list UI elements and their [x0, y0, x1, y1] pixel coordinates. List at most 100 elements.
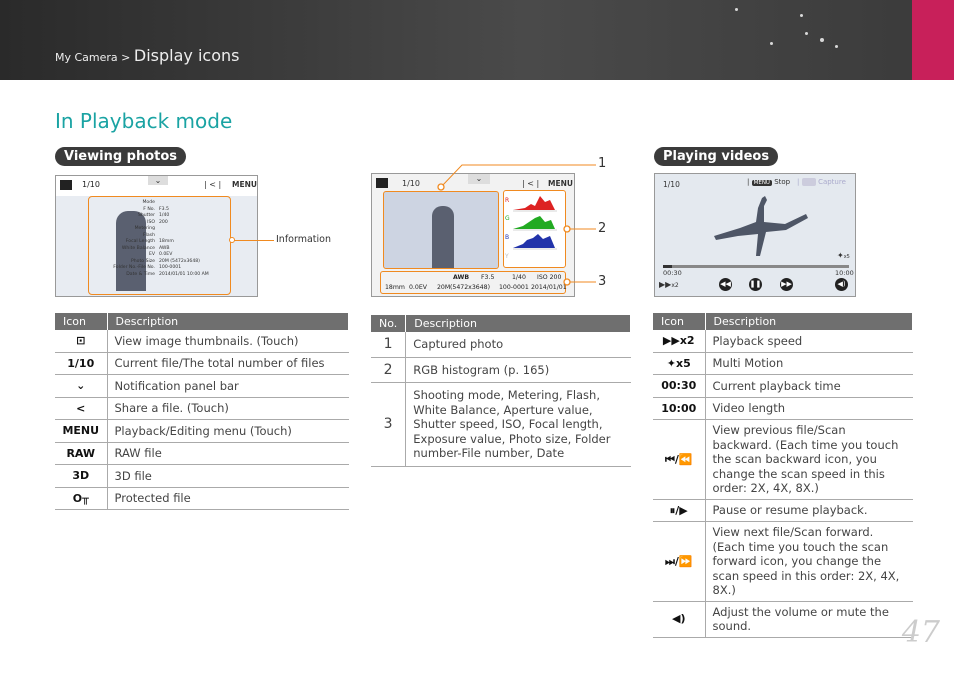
row-description: 3D file	[107, 464, 349, 488]
file-counter: 1/10	[663, 180, 680, 189]
chevron-down-icon[interactable]: ⌄	[148, 176, 168, 185]
scan-backward-icon: ⏮/⏪	[664, 452, 693, 466]
table-row: ◀)Adjust the volume or mute the sound.	[653, 601, 913, 638]
menu-icon[interactable]: MENU	[548, 179, 573, 188]
row-description: View previous file/Scan backward. (Each …	[705, 419, 913, 500]
row-description: Video length	[705, 397, 913, 420]
scan-forward-icon[interactable]: ▶▶	[780, 278, 793, 291]
info-value: 200	[159, 219, 168, 225]
row-description: Multi Motion	[705, 352, 913, 375]
shooting-info-bar: AWB F3.5 1/40 ISO 200 18mm 0.0EV 20M (54…	[380, 271, 567, 294]
info-value: 20M (5472x3648)	[159, 258, 200, 264]
information-label: Information	[276, 234, 331, 245]
row-description: Current file/The total number of files	[107, 352, 349, 375]
row-number: 3	[371, 382, 407, 467]
row-description: Pause or resume playback.	[705, 499, 913, 522]
thumbnails-icon: ⊡	[76, 334, 86, 347]
col-header-icon: Icon	[653, 313, 706, 330]
callout-1: 1	[598, 156, 607, 171]
info-row: Flash	[109, 233, 229, 240]
focal-length-value: 18mm	[385, 284, 405, 291]
row-description: Share a file. (Touch)	[107, 397, 349, 420]
page-header: My Camera > Display icons	[0, 0, 954, 80]
scan-forward-icon: ⏭/⏩	[664, 554, 693, 568]
row-description: Captured photo	[405, 332, 631, 358]
info-key: White Balance	[121, 245, 155, 251]
section-viewing-photos: Viewing photos	[55, 147, 187, 166]
notification-bar-icon: ⌄	[76, 379, 86, 392]
info-leader-line	[232, 240, 274, 241]
info-value: 1/40	[159, 213, 170, 218]
info-key: Metering	[134, 226, 155, 231]
counter-icon: 1/10	[67, 356, 95, 370]
dancer-silhouette	[714, 196, 808, 256]
info-row: Metering	[109, 226, 229, 233]
thumbnails-icon[interactable]	[60, 180, 72, 190]
folder-file-value: 100-0001	[499, 284, 529, 291]
info-value: 0.0EV	[159, 252, 173, 257]
row-description: View next file/Scan forward. (Each time …	[705, 521, 913, 602]
photo-top-bar	[56, 176, 257, 196]
wb-value: AWB	[453, 274, 470, 281]
playback-speed-icon: ▶▶x2	[662, 334, 695, 347]
row-description: Current playback time	[705, 374, 913, 398]
person-silhouette	[116, 211, 146, 291]
playback-speed-icon[interactable]: ▶▶x2	[659, 280, 679, 289]
protected-icon: O╥	[72, 491, 89, 505]
capture-button[interactable]: | Capture	[797, 178, 846, 186]
col-header-no: No.	[371, 315, 407, 332]
info-key: Mode	[142, 200, 155, 205]
share-icon[interactable]: | < |	[522, 179, 540, 188]
row-number: 1	[371, 332, 407, 358]
row-description: RGB histogram (p. 165)	[405, 357, 631, 383]
thumbnails-icon[interactable]	[376, 178, 388, 188]
info-row: Folder No.-File No.100-0001	[109, 265, 229, 272]
info-leader-dot	[229, 237, 235, 243]
pause-icon[interactable]: ❚❚	[749, 278, 762, 291]
callout-3: 3	[598, 274, 607, 289]
table-row: ⏮/⏪ View previous file/Scan backward. (Ea…	[653, 419, 913, 500]
row-description: Protected file	[107, 487, 349, 510]
scan-backward-icon[interactable]: ◀◀	[719, 278, 732, 291]
file-counter: 1/10	[402, 179, 420, 188]
info-value: AWB	[159, 245, 170, 251]
menu-icon: MENU	[62, 424, 100, 437]
row-description: RAW file	[107, 442, 349, 465]
chevron-down-icon[interactable]: ⌄	[468, 174, 490, 184]
table-row: MENU Playback/Editing menu (Touch)	[55, 419, 349, 443]
raw-icon: RAW	[66, 446, 96, 460]
col-header-description: Description	[107, 313, 349, 330]
table-row: ⌄ Notification panel bar	[55, 374, 349, 398]
volume-icon[interactable]: ◀)	[835, 278, 848, 291]
shutter-value: 1/40	[512, 274, 526, 281]
info-key: Flash	[142, 232, 155, 238]
info-key: EV	[148, 252, 155, 257]
row-description: Playback/Editing menu (Touch)	[107, 419, 349, 443]
stop-button[interactable]: | MENU Stop	[747, 178, 791, 186]
total-time: 10:00	[835, 269, 854, 277]
progress-track[interactable]	[663, 265, 849, 268]
page-number: 47	[901, 615, 940, 650]
file-counter: 1/10	[82, 180, 100, 189]
row-description: Notification panel bar	[107, 374, 349, 398]
aperture-value: F3.5	[481, 274, 495, 281]
row-description: Shooting mode, Metering, Flash, White Ba…	[405, 382, 631, 467]
breadcrumb: My Camera > Display icons	[55, 46, 239, 65]
info-row: White Balance AWB	[109, 246, 229, 253]
info-row: F No.F3.5	[109, 207, 229, 214]
share-icon[interactable]: | < |	[204, 180, 222, 189]
row-description: Adjust the volume or mute the sound.	[705, 601, 913, 638]
menu-icon[interactable]: MENU	[232, 180, 257, 189]
col-header-description: Description	[405, 315, 631, 332]
multi-motion-icon: ✦x5	[666, 356, 691, 370]
breadcrumb-parent[interactable]: My Camera >	[55, 51, 131, 64]
page-title: In Playback mode	[55, 109, 233, 133]
